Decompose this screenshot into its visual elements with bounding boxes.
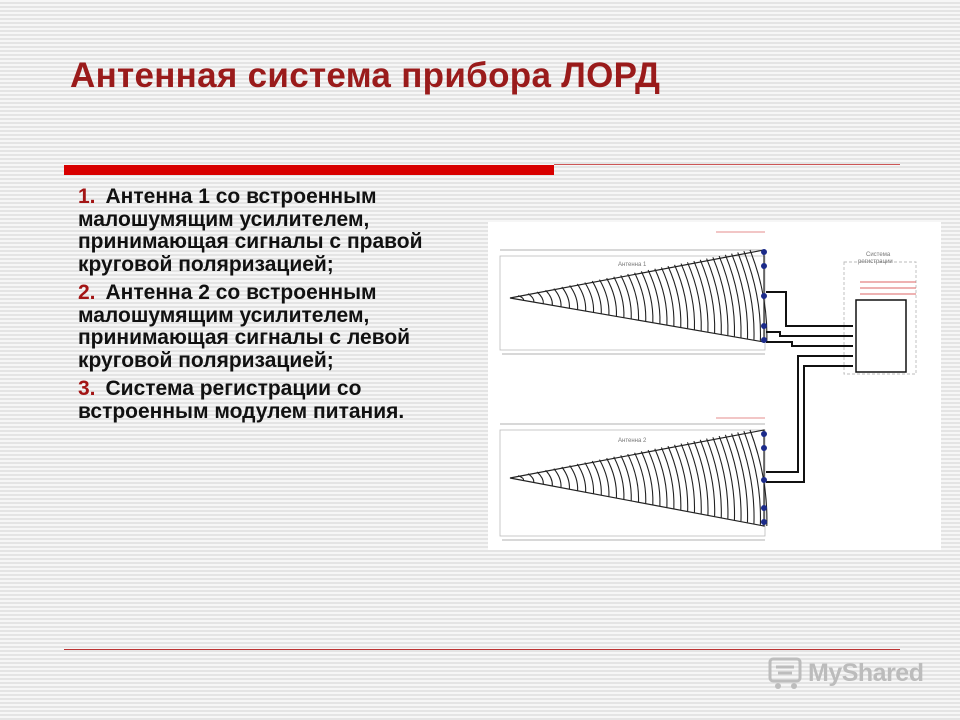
antenna-1-label: Антенна 1 [618,262,647,268]
cone-winding [699,439,716,517]
item-text: Антенна 1 со встроенным малошумящим усил… [78,185,423,276]
cone-winding [743,431,762,525]
cone-winding [606,457,618,498]
cone-winding [706,438,722,518]
cone-winding [686,442,702,514]
cone-winding [660,447,675,509]
cone-winding [527,473,535,483]
cone-winding [654,448,668,508]
item-number: 3. [78,377,96,400]
cone-winding [576,283,587,311]
slide-title: Антенная система прибора ЛОРД [70,56,661,95]
cone-winding [731,253,749,339]
cone-winding [536,291,544,304]
cone-winding [674,264,689,329]
cone-outline [509,429,765,527]
item-text: Антенна 2 со встроенным малошумящим усил… [78,281,411,372]
cone-winding [620,275,632,319]
antenna-2-label: Антенна 2 [618,438,647,444]
cone-winding [536,471,544,485]
connectors [761,249,767,525]
cables [766,291,853,483]
cone-winding [545,289,553,306]
cone-winding [667,445,682,510]
bullet-list: 1.Антенна 1 со встроенным малошумящим ус… [78,185,478,429]
system-label: регистрации [858,259,893,265]
item-number: 1. [78,185,96,208]
cone-winding [680,263,696,330]
cone-winding [561,466,570,490]
cone-winding [743,250,762,341]
cone-winding [667,265,682,328]
cone-winding [654,268,668,325]
cone-winding [718,435,736,520]
cone-winding [712,437,729,519]
divider-top [554,164,900,165]
cone-winding [517,295,525,301]
cone-winding [561,286,570,309]
cone-winding [731,433,749,523]
cone-winding [712,257,729,336]
list-item: 1.Антенна 1 со встроенным малошумящим ус… [78,185,478,276]
list-item: 2.Антенна 2 со встроенным малошумящим ус… [78,281,478,372]
antenna-diagram: Антенна 1 Антенна 2 Система регистрац [488,222,941,550]
cone-winding [527,293,535,303]
item-text: Система регистрации со встроенным модуле… [78,377,405,423]
antenna-diagram-svg: Антенна 1 Антенна 2 Система регистрац [499,231,917,541]
cone-winding [584,462,595,494]
cone-winding [634,452,647,504]
cone-winding [620,455,632,501]
cone-winding [517,475,525,481]
cone-winding [737,432,755,524]
cone-winding [680,443,696,513]
cone-winding [693,260,709,332]
cone-winding [576,463,587,493]
cone-winding [686,262,702,331]
cone-winding [569,465,579,491]
cone-winding [737,252,755,340]
cone-winding [660,267,675,327]
cone-winding [647,449,661,506]
cone-winding [553,468,562,488]
cone-winding [647,269,661,324]
cone-winding [591,460,602,495]
cone-winding [584,282,595,313]
cone-winding [599,279,610,315]
cone-winding [613,276,625,318]
cone-winding [627,453,640,502]
cone-winding [606,277,618,317]
item-number: 2. [78,281,96,304]
divider-bottom [64,649,900,650]
cone-winding [706,258,722,335]
cone-winding [627,273,640,320]
cone-winding [591,280,602,314]
cone-winding [674,444,689,512]
cone-winding [634,272,647,322]
cone-winding [718,255,736,337]
list-item: 3.Система регистрации со встроенным моду… [78,377,478,423]
antenna-2 [499,417,766,541]
watermark-text: MyShared [808,659,924,687]
registration-system [843,261,917,375]
cone-winding [553,288,562,307]
cone-winding [640,451,654,505]
cone-winding [569,285,579,310]
cone-winding [724,254,742,338]
system-label: Система [866,252,891,258]
accent-bar [64,165,554,175]
cone-winding [613,456,625,500]
shopping-cart-icon [768,657,802,689]
cone-winding [599,459,610,497]
watermark-logo: MyShared [768,657,928,693]
cone-winding [545,469,553,486]
antenna-2-cone [509,429,768,527]
cone-winding [693,440,709,515]
cone-winding [640,271,654,323]
cone-winding [724,434,742,522]
cone-winding [699,259,716,334]
